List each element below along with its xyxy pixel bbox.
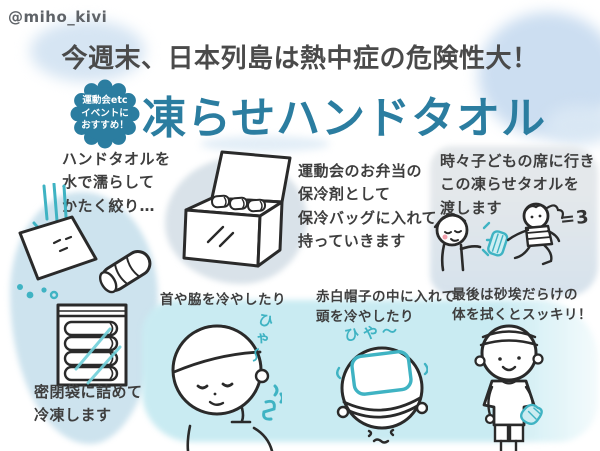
neck-cooling-boy-illustration (171, 324, 282, 451)
ziplock-bag-illustration (56, 303, 128, 387)
motion-mark: =3 (558, 206, 591, 231)
watercolor-cloud-top-left (30, 20, 145, 82)
wet-towel-illustration (17, 183, 152, 300)
caption-freeze: 密閉袋に詰めて 冷凍します (34, 383, 143, 425)
wiping-boy-illustration (474, 324, 544, 451)
caption-wet-towel: ハンドタオルを 水で濡らして かたく絞り… (62, 150, 171, 215)
cooler-box-illustration (182, 150, 292, 268)
badge-text: 運動会etc イベントに おすすめ！ (81, 95, 129, 132)
main-title: 凍らせハンドタオル (142, 93, 547, 144)
author-credit: @miho_kivi (8, 8, 108, 26)
towel-in-cap-illustration (336, 346, 428, 444)
caption-handoff: 時々子どもの席に行き この凍らせタオルを 渡します (440, 152, 596, 217)
badge-scallop-shape (70, 79, 140, 149)
headline: 今週末、日本列島は熱中症の危険性大！ (61, 44, 539, 74)
watercolor-cloud-right-small (545, 105, 600, 145)
caption-wipe: 最後は砂埃だらけの 体を拭くとスッキリ！ (452, 287, 592, 323)
handoff-illustration (433, 202, 564, 272)
watercolor-smudge-under-title (200, 136, 330, 152)
recommend-badge: 運動会etc イベントに おすすめ！ (70, 79, 140, 149)
caption-hat: 赤白帽子の中に入れて 頭を冷やしたり (316, 289, 456, 325)
caption-cooler: 運動会のお弁当の 保冷剤として 保冷バッグに入れて 持っていきます (298, 162, 438, 250)
caption-neck: 首や脇を冷やしたり (160, 292, 286, 308)
